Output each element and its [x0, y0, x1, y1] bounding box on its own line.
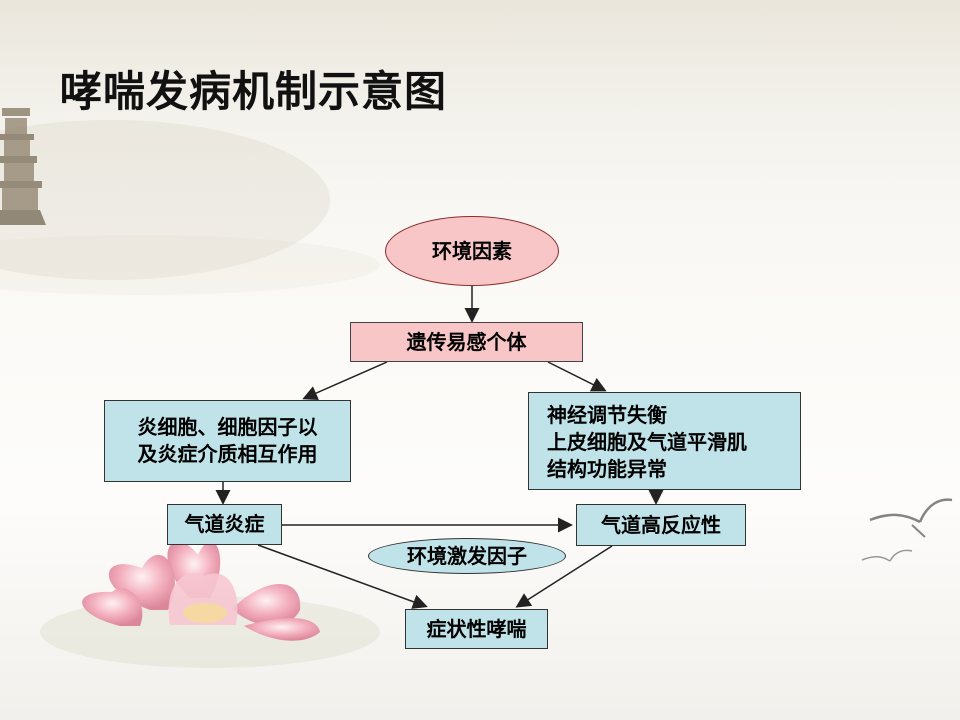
- trigger-node: 环境激发因子: [368, 538, 566, 574]
- pagoda-illustration: [0, 108, 46, 225]
- inflammation-node: 炎细胞、细胞因子以 及炎症介质相互作用: [104, 400, 351, 482]
- neural-line1: 神经调节失衡: [547, 402, 667, 427]
- page-title: 哮喘发病机制示意图: [60, 67, 448, 116]
- inflammation-line2: 及炎症介质相互作用: [137, 442, 318, 466]
- inflammation-line1: 炎细胞、细胞因子以: [137, 415, 318, 439]
- airway-inflammation-label: 气道炎症: [184, 512, 265, 536]
- lotus-flower-illustration: [40, 541, 380, 668]
- symptom-label: 症状性哮喘: [426, 616, 527, 641]
- trigger-label: 环境激发因子: [407, 543, 527, 568]
- arrow-airway-inflammation-to-symptom: [257, 544, 428, 609]
- neural-node: 神经调节失衡 上皮细胞及气道平滑肌 结构功能异常: [528, 392, 801, 490]
- neural-line3: 结构功能异常: [547, 456, 667, 481]
- symptom-node: 症状性哮喘: [405, 609, 548, 649]
- environment-label: 环境因素: [432, 238, 512, 263]
- arrow-susceptible-to-inflammation: [302, 361, 388, 401]
- flying-birds-illustration: [861, 498, 953, 562]
- neural-line2: 上皮细胞及气道平滑肌: [547, 429, 747, 454]
- arrow-susceptible-to-neural: [547, 361, 607, 392]
- airway-hyper-node: 气道高反应性: [576, 504, 746, 546]
- airway-hyper-label: 气道高反应性: [601, 512, 721, 537]
- susceptible-label: 遗传易感个体: [406, 329, 527, 354]
- airway-inflammation-node: 气道炎症: [167, 504, 282, 545]
- arrow-airway-hyper-to-symptom: [515, 545, 613, 608]
- environment-node: 环境因素: [385, 216, 559, 286]
- susceptible-node: 遗传易感个体: [350, 322, 583, 362]
